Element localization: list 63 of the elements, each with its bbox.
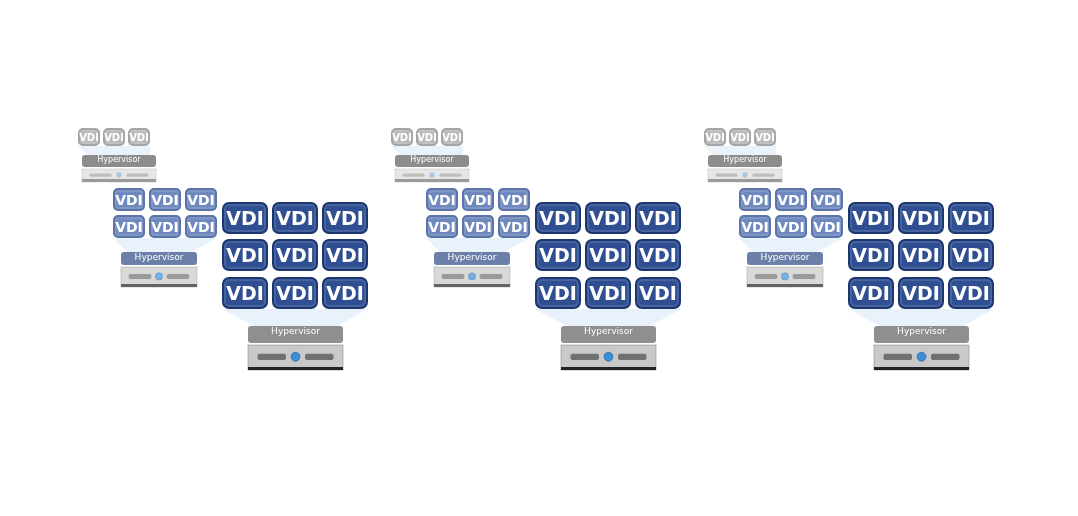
vdi-tile: VDI (535, 202, 581, 234)
vdi-tile: VDI (704, 128, 726, 146)
vdi-tile: VDI (185, 188, 217, 211)
hypervisor-bar: Hypervisor (434, 252, 510, 265)
hypervisor-bar: Hypervisor (708, 155, 782, 167)
vdi-tile: VDI (272, 202, 318, 234)
vdi-tile: VDI (635, 277, 681, 309)
vdi-tile: VDI (635, 239, 681, 271)
vdi-tile: VDI (391, 128, 413, 146)
vdi-tile: VDI (535, 277, 581, 309)
vdi-tile: VDI (585, 277, 631, 309)
vdi-tile: VDI (149, 215, 181, 238)
vdi-tile: VDI (272, 277, 318, 309)
vdi-tile: VDI (775, 215, 807, 238)
hypervisor-bar: Hypervisor (121, 252, 197, 265)
hypervisor-bar: Hypervisor (248, 326, 343, 343)
vdi-tile: VDI (585, 239, 631, 271)
vdi-tile: VDI (103, 128, 125, 146)
hypervisor-bar: Hypervisor (395, 155, 469, 167)
vdi-tile: VDI (948, 202, 994, 234)
vdi-tile: VDI (441, 128, 463, 146)
hypervisor-bar: Hypervisor (874, 326, 969, 343)
vdi-tile: VDI (898, 277, 944, 309)
vdi-tile: VDI (498, 188, 530, 211)
vdi-tile: VDI (272, 239, 318, 271)
vdi-tile: VDI (498, 215, 530, 238)
vdi-tile: VDI (811, 215, 843, 238)
vdi-tile: VDI (811, 188, 843, 211)
hypervisor-bar: Hypervisor (747, 252, 823, 265)
vdi-tile: VDI (149, 188, 181, 211)
vdi-tile: VDI (322, 202, 368, 234)
vdi-tile: VDI (848, 239, 894, 271)
vdi-tile: VDI (113, 188, 145, 211)
vdi-tile: VDI (416, 128, 438, 146)
vdi-tile: VDI (462, 188, 494, 211)
vdi-tile: VDI (754, 128, 776, 146)
vdi-tile: VDI (222, 239, 268, 271)
vdi-tile: VDI (78, 128, 100, 146)
vdi-tile: VDI (535, 239, 581, 271)
vdi-tile: VDI (113, 215, 145, 238)
vdi-tile: VDI (729, 128, 751, 146)
hypervisor-bar: Hypervisor (561, 326, 656, 343)
vdi-tile: VDI (948, 277, 994, 309)
vdi-tile: VDI (898, 239, 944, 271)
hypervisor-bar: Hypervisor (82, 155, 156, 167)
vdi-tile: VDI (185, 215, 217, 238)
vdi-tile: VDI (848, 202, 894, 234)
vdi-tile: VDI (322, 239, 368, 271)
vdi-tile: VDI (635, 202, 681, 234)
vdi-tile: VDI (462, 215, 494, 238)
vdi-tile: VDI (426, 215, 458, 238)
vdi-tile: VDI (948, 239, 994, 271)
vdi-tile: VDI (128, 128, 150, 146)
vdi-tile: VDI (222, 202, 268, 234)
vdi-tile: VDI (739, 188, 771, 211)
vdi-tile: VDI (426, 188, 458, 211)
vdi-tile: VDI (739, 215, 771, 238)
vdi-tile: VDI (848, 277, 894, 309)
vdi-tile: VDI (898, 202, 944, 234)
vdi-tile: VDI (322, 277, 368, 309)
vdi-tile: VDI (222, 277, 268, 309)
vdi-tile: VDI (585, 202, 631, 234)
vdi-tile: VDI (775, 188, 807, 211)
